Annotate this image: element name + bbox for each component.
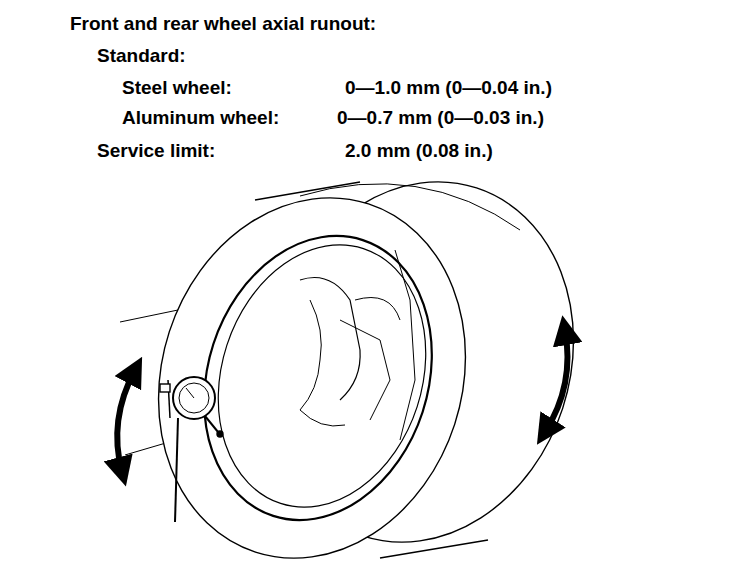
spec-label: Aluminum wheel: xyxy=(122,108,279,129)
spec-heading: Standard: xyxy=(97,46,186,67)
spec-value: 0—0.7 mm (0—0.03 in.) xyxy=(337,108,544,129)
spec-value: 0—1.0 mm (0—0.04 in.) xyxy=(345,78,552,99)
spec-title: Front and rear wheel axial runout: xyxy=(70,14,376,35)
spec-value: 2.0 mm (0.08 in.) xyxy=(345,141,493,162)
spec-label: Steel wheel: xyxy=(122,78,232,99)
spec-heading: Service limit: xyxy=(97,141,215,162)
